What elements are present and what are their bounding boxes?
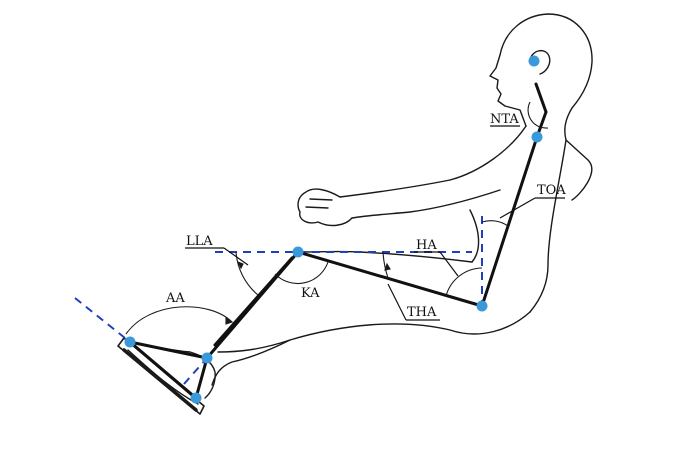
foot-segment-bottom xyxy=(130,342,196,398)
ka-arc xyxy=(275,262,328,284)
arc-arrow-2 xyxy=(385,264,390,270)
head-outline xyxy=(500,14,592,200)
trunk-segment xyxy=(482,137,537,306)
joint-ear xyxy=(529,56,540,67)
joint-toe xyxy=(125,337,136,348)
head-segment xyxy=(536,84,546,112)
label-lla: LLA xyxy=(186,234,213,249)
heel-segment xyxy=(196,358,207,398)
calf-back xyxy=(212,340,290,385)
joint-neck xyxy=(532,132,543,143)
joint-heel xyxy=(191,393,202,404)
shank-segment-2 xyxy=(215,258,292,345)
toa-arc xyxy=(482,221,508,226)
label-ka: KA xyxy=(301,286,320,301)
joint-ankle xyxy=(202,353,213,364)
belly-outline xyxy=(470,210,479,262)
chest-outline xyxy=(450,126,526,180)
label-aa: AA xyxy=(165,291,185,306)
pedal-edge xyxy=(124,350,196,410)
back-outline xyxy=(530,140,566,312)
joint-knee xyxy=(293,247,304,258)
arm-bottom xyxy=(352,190,500,218)
label-ha: HA xyxy=(416,238,437,253)
arm-top xyxy=(340,180,450,197)
label-nta: NTA xyxy=(490,112,519,127)
seat-outline xyxy=(218,312,530,352)
label-tha: THA xyxy=(407,305,437,320)
aa-arc xyxy=(126,307,232,334)
ha-leader xyxy=(440,252,458,276)
label-toa: TOA xyxy=(537,183,566,198)
tha-leader xyxy=(388,284,406,320)
pedal-extension-reference xyxy=(75,298,130,342)
foot-sole xyxy=(128,350,198,404)
thumb-outline xyxy=(306,199,332,208)
joint-hip xyxy=(477,301,488,312)
ha-arc xyxy=(446,268,482,296)
lla-leader xyxy=(224,248,248,265)
